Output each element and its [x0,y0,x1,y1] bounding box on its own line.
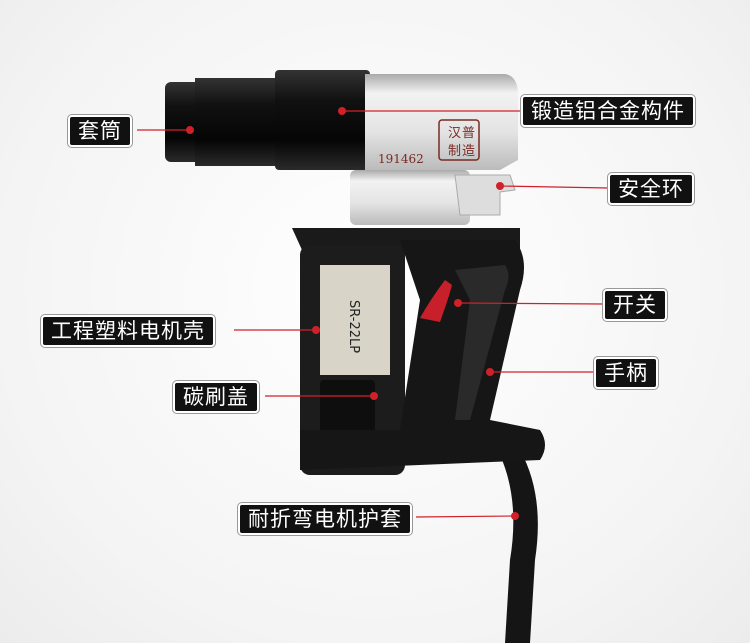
callout-lines [137,110,609,518]
nameplate [320,265,390,375]
callout-forged-aluminum: 锻造铝合金构件 [521,95,695,127]
stamp-char: 汉 [448,126,461,141]
cable [500,450,538,643]
brush-cover [320,380,375,440]
stamp-char: 制 [448,144,461,159]
callout-socket: 套筒 [68,115,132,147]
callout-motor-housing: 工程塑料电机壳 [41,315,215,347]
callout-safety-ring: 安全环 [608,173,694,205]
safety-ring [454,174,516,216]
stamp-char: 普 [462,126,475,141]
callout-handle: 手柄 [594,357,658,389]
stamp-char: 造 [462,144,475,159]
trigger [420,280,452,322]
model-label: SR-22LP [346,300,361,353]
callout-switch: 开关 [603,289,667,321]
callout-brush-cover: 碳刷盖 [173,381,259,413]
callout-cable-sheath: 耐折弯电机护套 [238,503,412,535]
serial-number: 191462 [378,152,424,166]
callout-dots [186,107,519,520]
